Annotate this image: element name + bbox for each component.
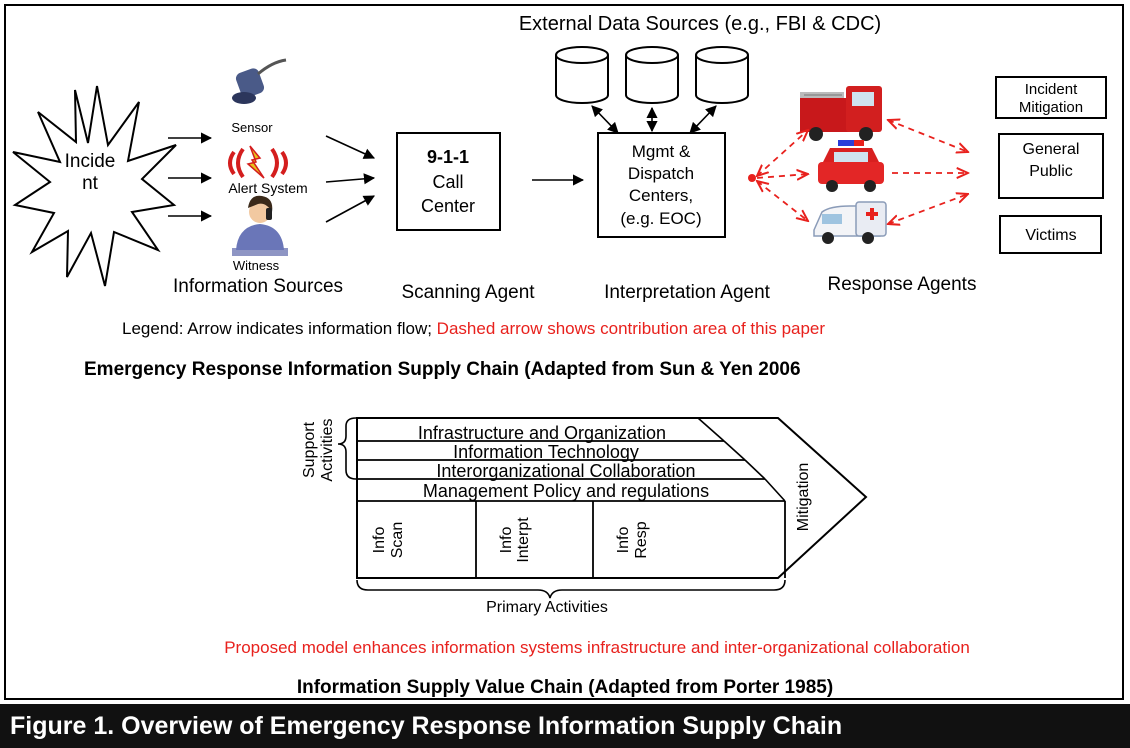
dispatch-centers-label: Mgmt &: [632, 142, 691, 161]
primary-activities-brace: [356, 579, 786, 599]
database-icon: [695, 46, 749, 104]
call-center-box: [396, 132, 501, 231]
flow-arrow: [325, 195, 375, 223]
legend-text-black: Legend: Arrow indicates information flow…: [122, 319, 437, 338]
general-public-label: Public: [1029, 163, 1073, 180]
value-chain-arrow: [356, 417, 868, 579]
proposal-note: Proposed model enhances information syst…: [224, 638, 970, 657]
flow-arrow: [325, 135, 376, 159]
row-edge: [697, 417, 725, 442]
call-center-label: Call: [432, 172, 463, 192]
fire-truck-icon: [800, 86, 882, 141]
contribution-dashed-arrow: [888, 194, 968, 224]
incident-mitigation-box: [995, 76, 1107, 119]
figure-caption-bar: Figure 1. Overview of Emergency Response…: [0, 704, 1130, 748]
primary-column-label: Resp: [633, 521, 650, 558]
support-activities-brace: [337, 417, 357, 480]
incident-starburst-icon: [12, 85, 177, 287]
call-center-label: Center: [421, 196, 475, 216]
primary-column-label: Info: [615, 527, 632, 554]
primary-column-label: Scan: [389, 522, 406, 558]
incident-mitigation-label: Mitigation: [1019, 99, 1083, 116]
contribution-dashed-arrow: [888, 120, 968, 152]
victims-box: [999, 215, 1102, 254]
ambulance-icon: [813, 201, 887, 244]
top-diagram-title: Emergency Response Information Supply Ch…: [84, 359, 801, 380]
figure-frame: [4, 4, 1124, 700]
general-public-box: [998, 133, 1104, 199]
support-activities-label: Support: [301, 421, 318, 478]
primary-column-label: Info: [371, 527, 388, 554]
support-row-label: Infrastructure and Organization: [418, 423, 666, 443]
bottom-diagram-title: Information Supply Value Chain (Adapted …: [297, 677, 833, 698]
dispatch-centers-label: (e.g. EOC): [620, 209, 701, 228]
general-public-label: General: [1023, 141, 1080, 158]
db-link-arrow: [591, 105, 619, 134]
legend-text-red: Dashed arrow shows contribution area of …: [437, 319, 826, 338]
police-car-icon: [818, 140, 884, 192]
dispatch-centers-label: Dispatch: [628, 164, 694, 183]
external-sources-label: External Data Sources (e.g., FBI & CDC): [519, 13, 881, 35]
mitigation-label: Mitigation: [795, 463, 812, 531]
flow-arrow: [325, 173, 376, 185]
contribution-dashed-arrow: [757, 130, 808, 176]
incident-label: Incide: [65, 151, 116, 172]
row-edge: [744, 459, 766, 480]
db-link-arrow: [689, 105, 717, 134]
information-sources-label: Information Sources: [173, 276, 343, 297]
dispatch-centers-label: Centers,: [629, 186, 693, 205]
support-row-label: Management Policy and regulations: [423, 481, 709, 501]
database-icon: [555, 46, 609, 104]
witness-icon: [232, 195, 288, 256]
primary-column-label: Info: [498, 527, 515, 554]
support-activities-label: Activities: [319, 418, 336, 481]
dispatch-centers-box: [597, 132, 726, 238]
sensor-label: Sensor: [231, 120, 273, 135]
incident-label: nt: [82, 173, 99, 194]
sensor-icon: [232, 58, 287, 104]
diagram-canvas: External Data Sources (e.g., FBI & CDC) …: [12, 13, 1107, 698]
alert-system-label: Alert System: [228, 180, 307, 196]
database-icon: [625, 46, 679, 104]
alert-system-icon: [228, 145, 288, 179]
response-agents-label: Response Agents: [828, 274, 977, 295]
row-edge: [764, 478, 786, 502]
primary-column-label: Interpt: [515, 517, 532, 563]
figure-caption: Figure 1. Overview of Emergency Response…: [10, 712, 843, 740]
witness-label: Witness: [233, 258, 280, 273]
support-row-label: Interorganizational Collaboration: [436, 461, 695, 481]
interpretation-agent-label: Interpretation Agent: [604, 282, 771, 303]
contribution-dashed-arrow: [756, 174, 808, 178]
support-row-label: Information Technology: [453, 442, 639, 462]
dispatch-origin-dot: [748, 174, 756, 182]
incident-mitigation-label: Incident: [1025, 81, 1078, 98]
row-edge: [723, 440, 746, 461]
call-center-label: 9-1-1: [427, 147, 469, 167]
legend-text: Legend: Arrow indicates information flow…: [122, 319, 825, 338]
victims-label: Victims: [1025, 227, 1076, 244]
scanning-agent-label: Scanning Agent: [401, 282, 535, 303]
contribution-dashed-arrow: [757, 181, 808, 221]
primary-activities-label: Primary Activities: [486, 599, 608, 616]
